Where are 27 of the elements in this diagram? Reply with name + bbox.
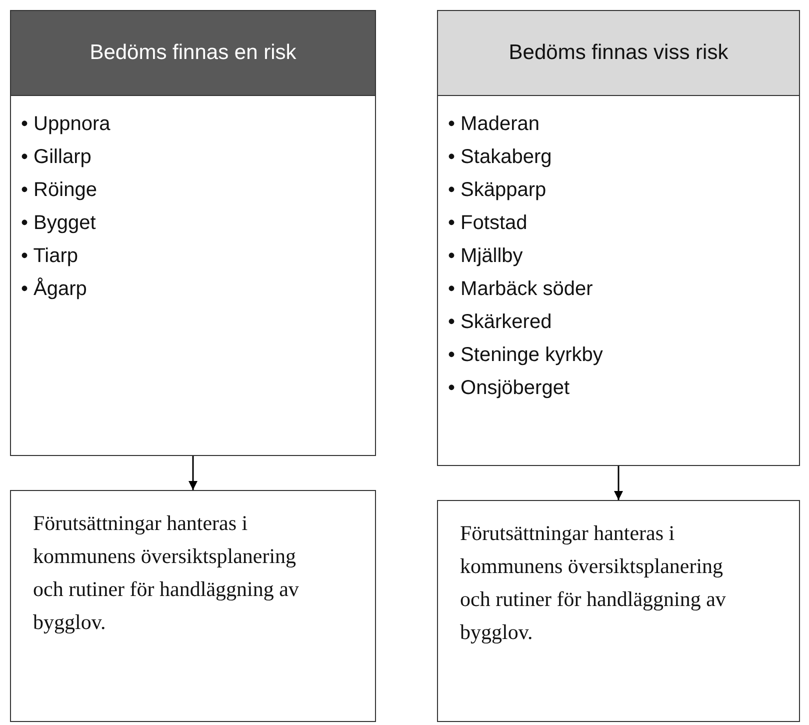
list-item: • Skärkered (448, 310, 553, 335)
list-box (10, 95, 376, 456)
list-item: • Skäpparp (448, 178, 548, 203)
list-item: • Fotstad (448, 211, 528, 236)
header-box (10, 10, 376, 96)
header-text: Bedöms finnas viss risk (508, 41, 728, 65)
list-item: • Onsjöberget (448, 376, 571, 401)
note-text: Förutsättningar hanteras i kommunens översiktsplanering och rutiner för handläggning av bygglov. (460, 520, 727, 646)
arrow (188, 456, 198, 490)
list-item: • Bygget (21, 211, 97, 236)
list-item: • Mjällby (448, 244, 524, 269)
header-box (437, 10, 800, 96)
list-box (437, 95, 800, 466)
list-item: • Röinge (21, 178, 98, 203)
list-item: • Tiarp (21, 244, 80, 269)
list-item: • Ågarp (21, 276, 88, 302)
note-box (10, 490, 376, 722)
list-item: • Steninge kyrkby (448, 343, 604, 368)
list-item: • Gillarp (21, 145, 92, 170)
arrow (614, 466, 623, 500)
note-text: Förutsättningar hanteras i kommunens översiktsplanering och rutiner för handläggning av bygglov. (33, 510, 300, 636)
list-item: • Marbäck söder (448, 277, 594, 302)
note-box (437, 500, 800, 722)
list-item: • Stakaberg (448, 145, 553, 170)
header-text: Bedöms finnas en risk (90, 41, 296, 65)
list-item: • Uppnora (21, 112, 112, 137)
list-item: • Maderan (448, 112, 540, 137)
